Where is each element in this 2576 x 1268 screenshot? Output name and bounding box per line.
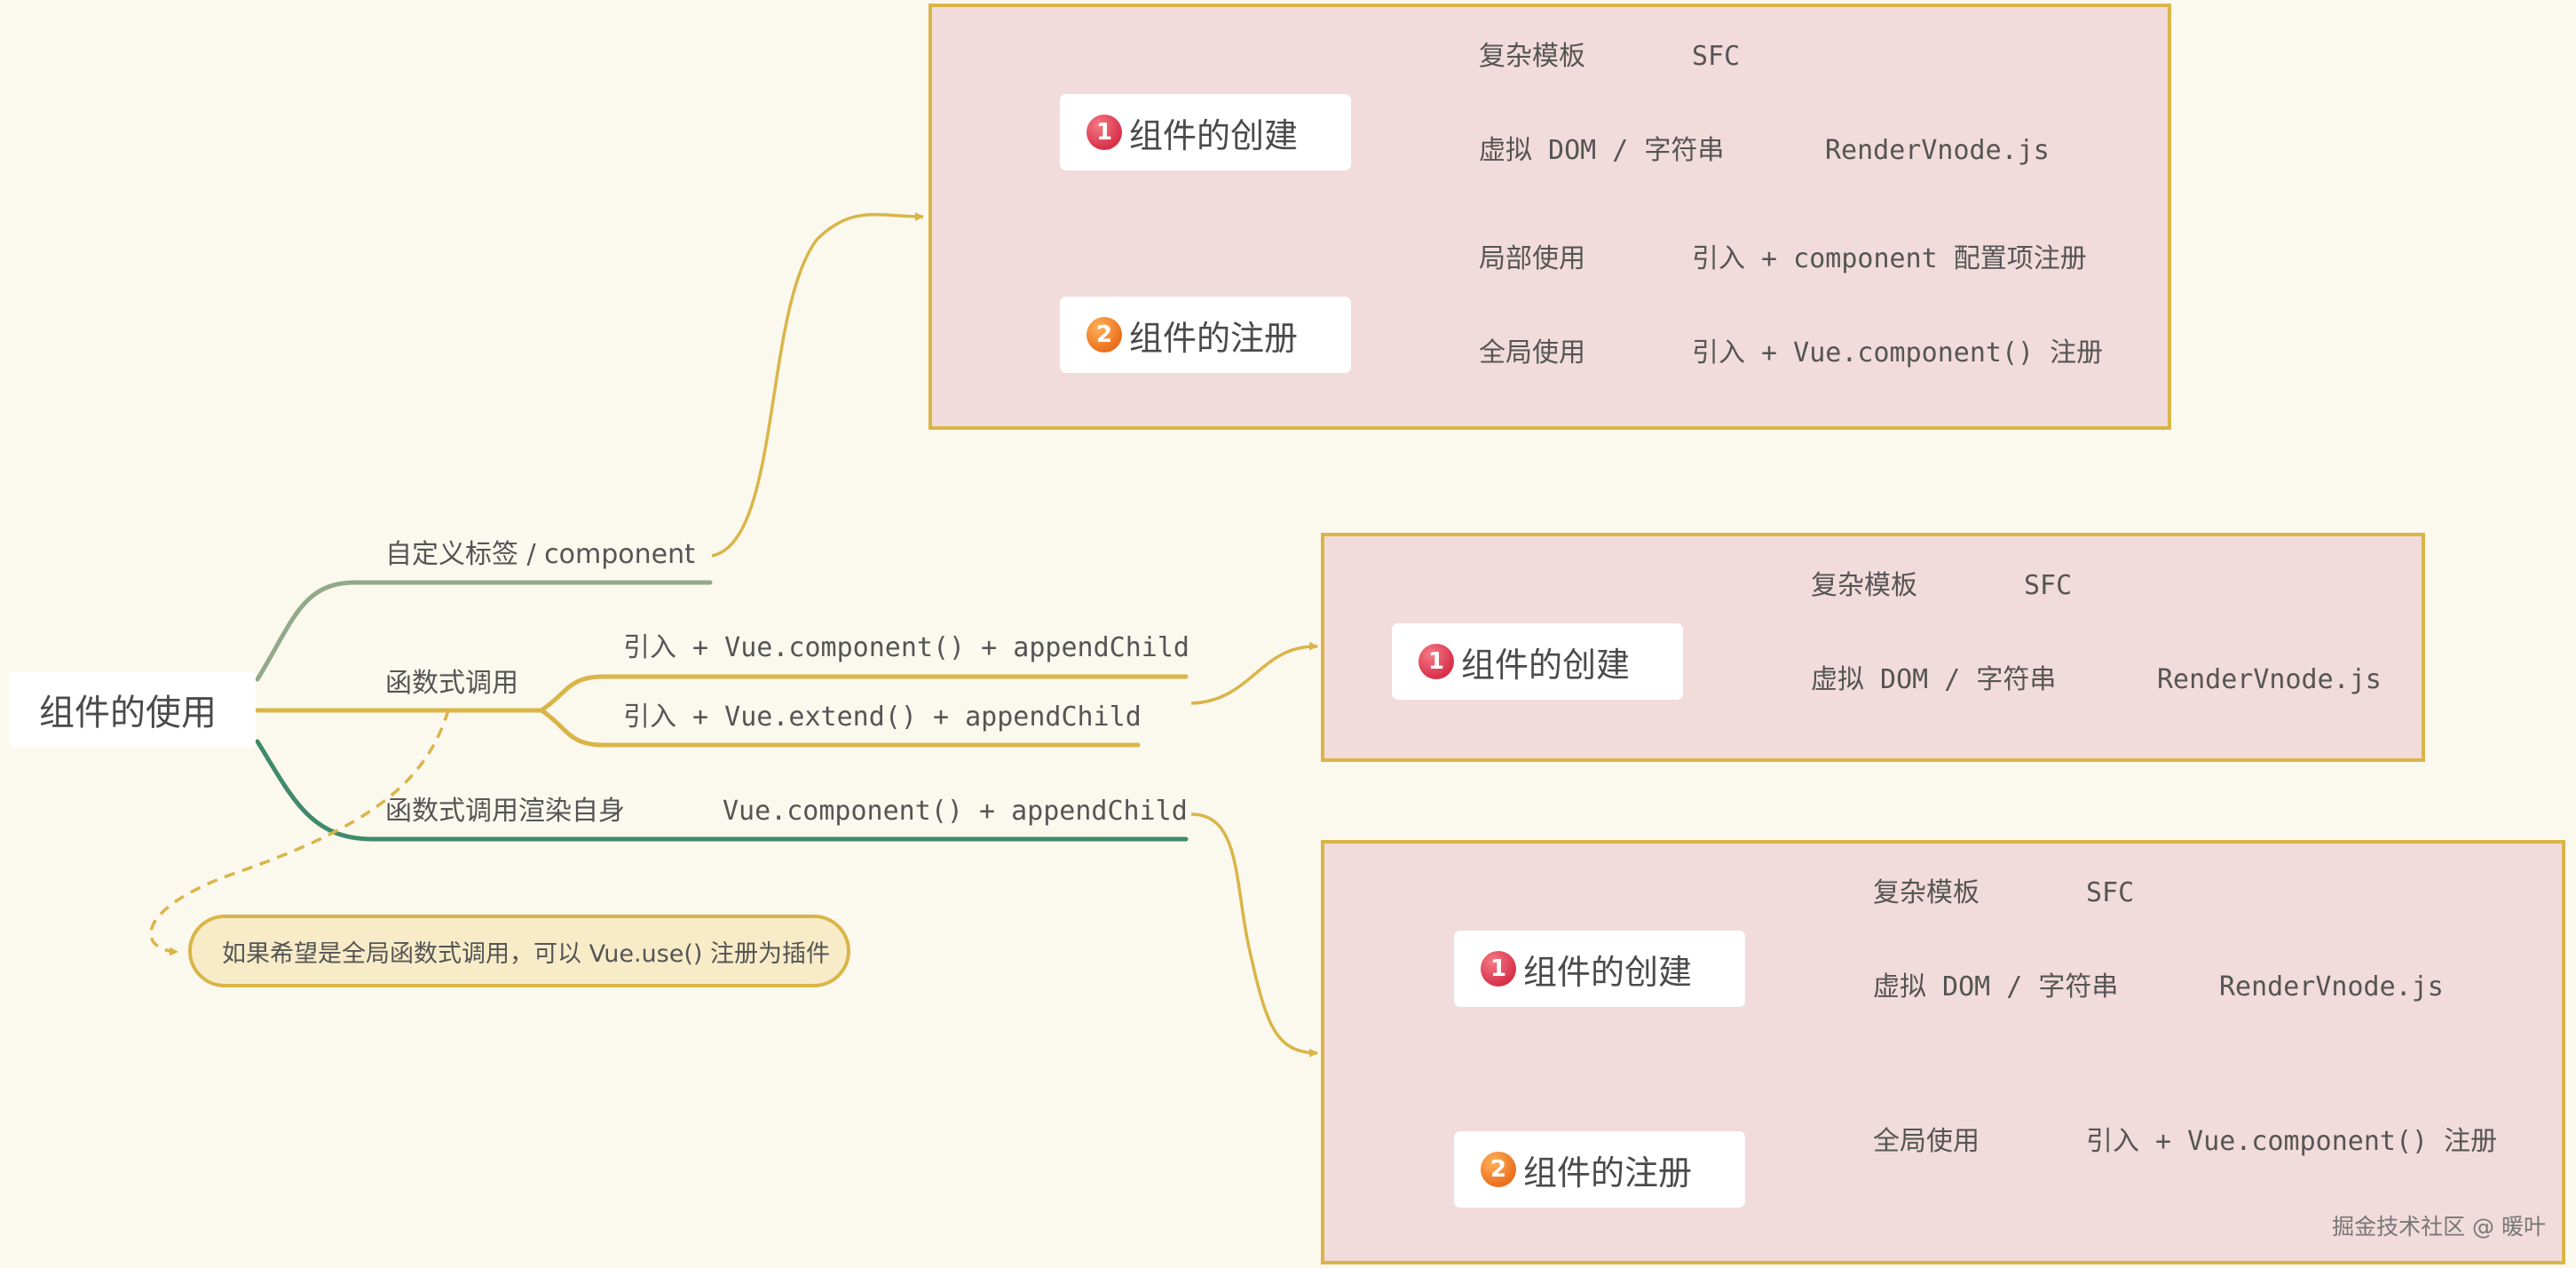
panel2-create-item2-a: 虚拟 DOM / 字符串: [1811, 664, 2057, 695]
priority-1-icon: 1: [1481, 951, 1516, 987]
plugin-note: 如果希望是全局函数式调用，可以 Vue.use() 注册为插件: [188, 915, 850, 987]
panel3-create-node[interactable]: 1 组件的创建: [1454, 931, 1745, 1007]
panel1-create-item2-b: RenderVnode.js: [1825, 135, 2050, 166]
panel3-register-node[interactable]: 2 组件的注册: [1454, 1131, 1745, 1208]
panel2-create-item1-a: 复杂模板: [1811, 570, 1917, 601]
panel3-register-item1-b: 引入 + Vue.component() 注册: [2086, 1126, 2498, 1157]
functional-child-1: 引入 + Vue.component() + appendChild: [623, 632, 1189, 663]
branch-line-custom-tag: [255, 580, 713, 682]
panel1-register-item2-b: 引入 + Vue.component() 注册: [1692, 337, 2104, 369]
panel1-register-node[interactable]: 2 组件的注册: [1060, 297, 1351, 373]
root-node[interactable]: 组件的使用: [9, 671, 256, 748]
priority-1-icon: 1: [1418, 644, 1454, 679]
branch-line-functional-2: [539, 708, 1141, 748]
arrow-to-panel3: [1190, 812, 1318, 1058]
panel3-create-label: 组件的创建: [1523, 952, 1693, 992]
branch-line-functional-1: [539, 674, 1189, 713]
priority-2-icon: 2: [1087, 317, 1122, 353]
root-label: 组件的使用: [39, 693, 217, 733]
panel2-create-item2-b: RenderVnode.js: [2157, 664, 2382, 695]
panel1-register-item2-a: 全局使用: [1479, 337, 1585, 369]
panel1-create-item2-a: 虚拟 DOM / 字符串: [1479, 135, 1725, 166]
panel1-register-label: 组件的注册: [1129, 318, 1299, 358]
panel2-create-node[interactable]: 1 组件的创建: [1392, 623, 1683, 700]
panel2-create-item1-b: SFC: [2024, 570, 2073, 601]
panel1-register-item1-b: 引入 + component 配置项注册: [1692, 243, 2087, 274]
panel1-register-item1-a: 局部使用: [1479, 243, 1585, 274]
arrow-to-panel2: [1190, 641, 1318, 705]
panel2-create-label: 组件的创建: [1461, 645, 1631, 685]
panel3-create-item2-a: 虚拟 DOM / 字符串: [1873, 971, 2119, 1003]
branch-label-functional: 函数式调用: [385, 668, 518, 699]
panel3-register-label: 组件的注册: [1523, 1153, 1693, 1193]
panel3-create-item1-b: SFC: [2086, 877, 2135, 908]
watermark: 掘金技术社区 @ 暖叶: [2332, 1214, 2546, 1240]
panel3-register-item1-a: 全局使用: [1873, 1126, 1979, 1157]
branch-label-self-render: 函数式调用渲染自身: [385, 796, 625, 827]
arrow-to-panel1: [711, 211, 924, 558]
panel1-create-item1-a: 复杂模板: [1479, 41, 1585, 72]
panel3-create-item1-a: 复杂模板: [1873, 877, 1979, 908]
functional-child-2: 引入 + Vue.extend() + appendChild: [623, 701, 1142, 733]
panel1-create-label: 组件的创建: [1129, 115, 1299, 155]
panel1-create-node[interactable]: 1 组件的创建: [1060, 94, 1351, 170]
dashed-arrow-to-note: [149, 709, 450, 956]
self-render-value: Vue.component() + appendChild: [723, 796, 1188, 827]
panel-2: [1321, 533, 2425, 762]
plugin-note-text: 如果希望是全局函数式调用，可以 Vue.use() 注册为插件: [222, 939, 830, 968]
branch-line-self-render: [255, 739, 1189, 842]
priority-1-icon: 1: [1087, 115, 1122, 150]
branch-label-custom-tag: 自定义标签 / component: [385, 539, 695, 570]
panel1-create-item1-b: SFC: [1692, 41, 1741, 72]
priority-2-icon: 2: [1481, 1152, 1516, 1187]
panel3-create-item2-b: RenderVnode.js: [2219, 971, 2444, 1003]
